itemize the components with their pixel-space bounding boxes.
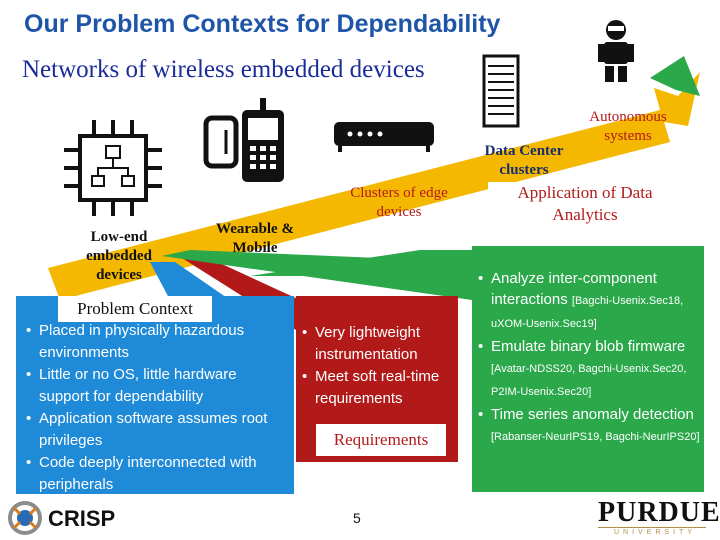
- analytics-item-citation: [Bagchi-Usenix.Sec18, uXOM-Usenix.Sec19]: [491, 295, 684, 330]
- phone-icon: [202, 96, 296, 190]
- page-number: 5: [353, 510, 361, 526]
- purdue-logo-subtext: UNIVERSITY: [614, 529, 697, 536]
- analytics-panel: Analyze inter-component interactions [Ba…: [472, 246, 704, 492]
- analytics-item-text: Analyze inter-component interactions: [491, 270, 657, 308]
- problem-context-item: Placed in physically hazardous environme…: [26, 320, 286, 363]
- robot-icon: [598, 20, 634, 82]
- analytics-item: Analyze inter-component interactions [Ba…: [478, 268, 700, 335]
- analytics-pointer-2: [250, 250, 472, 276]
- data-center-label: Data Center clusters: [484, 143, 564, 178]
- router-icon: [334, 122, 434, 152]
- wearable-mobile-label: Wearable & Mobile: [216, 221, 294, 256]
- crisp-logo-icon: [8, 501, 42, 535]
- crisp-logo-text: CRISP: [48, 506, 116, 531]
- analytics-item-text: Emulate binary blob firmware: [491, 338, 686, 355]
- problem-context-label: Problem Context: [58, 296, 212, 322]
- requirements-label: Requirements: [316, 424, 446, 456]
- clusters-edge-label: Clusters of edge devices: [350, 185, 448, 220]
- page-title: Our Problem Contexts for Dependability: [24, 10, 501, 38]
- arrow-head-green: [650, 56, 700, 96]
- chip-icon: [54, 116, 172, 220]
- problem-context-item: Little or no OS, little hardware support…: [26, 364, 286, 407]
- analytics-item: Emulate binary blob firmware [Avatar-NDS…: [478, 336, 700, 403]
- autonomous-systems-label: Autonomous systems: [589, 109, 667, 144]
- problem-context-panel: Placed in physically hazardous environme…: [16, 296, 294, 494]
- low-end-devices-label: Low-end embedded devices: [86, 229, 152, 283]
- problem-context-item: Application software assumes root privil…: [26, 408, 286, 451]
- analytics-item-text: Time series anomaly detection: [491, 406, 694, 423]
- problem-context-item: Code deeply interconnected with peripher…: [26, 452, 286, 495]
- problem-pointer: [150, 262, 230, 300]
- problem-context-list: Placed in physically hazardous environme…: [26, 320, 286, 496]
- analytics-label: Application of Data Analytics: [488, 182, 682, 238]
- requirements-list: Very lightweight instrumentation Meet so…: [302, 322, 456, 410]
- server-icon: [480, 54, 522, 130]
- purdue-logo-rule: [598, 527, 706, 528]
- requirements-item: Very lightweight instrumentation: [302, 322, 456, 365]
- analytics-item-citation: [Rabanser-NeurIPS19, Bagchi-NeurIPS20]: [491, 431, 700, 443]
- analytics-item-citation: [Avatar-NDSS20, Bagchi-Usenix.Sec20, P2I…: [491, 363, 687, 398]
- analytics-item: Time series anomaly detection [Rabanser-…: [478, 404, 700, 448]
- analytics-list: Analyze inter-component interactions [Ba…: [478, 268, 700, 449]
- page-subtitle: Networks of wireless embedded devices: [22, 56, 425, 83]
- progress-arrow: [48, 72, 700, 300]
- purdue-logo-text: PURDUE: [598, 497, 720, 528]
- requirements-item: Meet soft real-time requirements: [302, 366, 456, 409]
